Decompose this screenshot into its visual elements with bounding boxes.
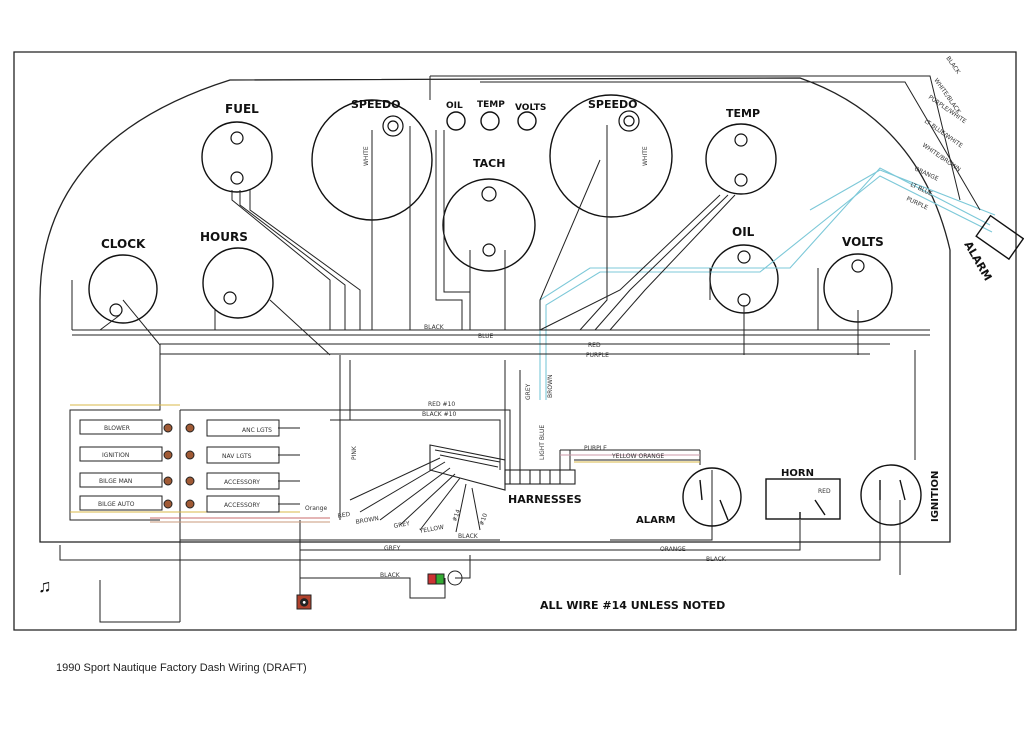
light-blue-vertical-label: LIGHT BLUE — [539, 425, 546, 460]
music-note-icon: ♫ — [38, 576, 52, 596]
alarm-connector — [975, 214, 1024, 261]
blower-label: BLOWER — [104, 425, 130, 432]
ignition-label: IGNITION — [102, 452, 129, 459]
blower-switch — [79, 419, 163, 435]
gauge-labels: FUEL SPEEDO OIL TEMP VOLTS SPEEDO TEMP T… — [101, 98, 884, 251]
white-left-label: WHITE — [363, 146, 370, 166]
hours-label: HOURS — [200, 230, 248, 244]
svg-text:✺: ✺ — [300, 598, 308, 609]
horn-relay — [765, 478, 841, 520]
component-labels: HARNESSES ALARM HORN IGNITION ALARM ALL … — [508, 239, 994, 612]
oil-label: OIL — [732, 225, 755, 239]
speedo-right-gauge — [549, 94, 673, 218]
grey-label: GREY — [393, 520, 411, 530]
black-bottom-label: BLACK — [706, 556, 727, 563]
bilge-auto-switch — [79, 495, 163, 511]
n10-label: #10 — [478, 512, 489, 526]
red-bus-label: RED — [588, 342, 601, 349]
nav-lgts-label: NAV LGTS — [222, 453, 252, 460]
tach-label: TACH — [473, 157, 505, 170]
alarm-bundle-wire-label: WHITE/BROWN — [921, 142, 962, 174]
ignition-switch — [79, 446, 163, 462]
pink-label: PINK — [351, 445, 358, 460]
bilge-man-label: BILGE MAN — [99, 478, 132, 485]
colored-harness — [70, 404, 700, 523]
temp-gauge — [705, 123, 777, 195]
alarm-label: ALARM — [636, 515, 676, 526]
grey-bottom-label: GREY — [384, 545, 401, 552]
gauge-faces — [88, 94, 893, 324]
clock-gauge — [88, 254, 158, 324]
speedo-right-label: SPEEDO — [588, 98, 638, 111]
fuel-gauge — [201, 121, 273, 193]
black10-label: BLACK #10 — [422, 411, 456, 418]
temp-light-label: TEMP — [477, 100, 505, 110]
wire-labels: WHITE WHITE BLACK BLUE RED PURPLE RED #1… — [305, 146, 831, 579]
brown-label: BROWN — [355, 515, 379, 526]
tach-gauge — [442, 178, 536, 272]
light-blue-wires — [539, 167, 996, 400]
alarm-bundle-wire-label: ORANGE — [913, 165, 939, 182]
red10-label: RED #10 — [428, 401, 455, 408]
lower-devices — [682, 214, 1024, 527]
wire-note: ALL WIRE #14 UNLESS NOTED — [540, 599, 725, 612]
red-horn-label: RED — [818, 488, 831, 495]
orange-small-label: Orange — [305, 505, 327, 512]
yellow-label: YELLOW — [418, 524, 444, 535]
speedo-left-label: SPEEDO — [351, 98, 401, 111]
n14-label: #14 — [451, 508, 462, 522]
hours-gauge — [202, 247, 274, 319]
wires — [59, 75, 981, 623]
oil-gauge — [709, 244, 779, 314]
harness-block — [429, 444, 576, 491]
switch-labels: BLOWER IGNITION BILGE MAN BILGE AUTO ANC… — [98, 425, 272, 509]
black-bus-label: BLACK — [424, 324, 445, 331]
fuel-label: FUEL — [225, 102, 259, 116]
white-right-label: WHITE — [642, 146, 649, 166]
orange-bottom-label: ORANGE — [660, 546, 686, 553]
diagram-caption: 1990 Sport Nautique Factory Dash Wiring … — [56, 662, 307, 674]
gauge-lamps — [109, 110, 865, 317]
volts-light-label: VOLTS — [515, 103, 546, 113]
switch-terminals — [163, 423, 195, 509]
alarm-bundle-wire-label: PURPLE — [905, 195, 929, 211]
volts-label: VOLTS — [842, 235, 884, 249]
black-harness-label: BLACK — [458, 533, 479, 540]
oil-light — [446, 111, 466, 131]
oil-light-label: OIL — [446, 101, 463, 111]
accessory1-label: ACCESSORY — [224, 479, 260, 486]
purple-bus-label: PURPLE — [586, 352, 609, 359]
anc-lgts-label: ANC LGTS — [242, 427, 272, 434]
frame — [13, 51, 1017, 631]
ignition-label-main: IGNITION — [930, 471, 941, 522]
alarm-buzzer — [682, 467, 742, 527]
accessory2-label: ACCESSORY — [224, 502, 260, 509]
bilge-man-switch — [79, 472, 163, 488]
horn-label: HORN — [781, 468, 814, 479]
bottom-components: ✺ — [296, 570, 463, 610]
clock-label: CLOCK — [101, 237, 146, 251]
alarm-bundle-wire-label: LT BLUE — [909, 181, 933, 197]
blue-bus-label: BLUE — [478, 333, 494, 340]
volts-light — [517, 111, 537, 131]
alarm-bundle-wire-label: BLACK — [944, 55, 962, 76]
svg-text:♫: ♫ — [38, 576, 52, 596]
temp-light — [480, 111, 500, 131]
switch-panel — [79, 419, 300, 513]
purple2-label: PURPLE — [584, 445, 607, 452]
red-label: RED — [337, 511, 351, 520]
grey-vertical-label: GREY — [525, 383, 532, 400]
bilge-auto-label: BILGE AUTO — [98, 501, 135, 508]
yellow-orange-label: YELLOW ORANGE — [611, 453, 664, 460]
black-lower-label: BLACK — [380, 572, 401, 579]
ignition-switch-main — [860, 464, 922, 526]
brown-vertical-label: BROWN — [547, 375, 554, 398]
harnesses-label: HARNESSES — [508, 493, 582, 506]
temp-label: TEMP — [726, 107, 760, 120]
